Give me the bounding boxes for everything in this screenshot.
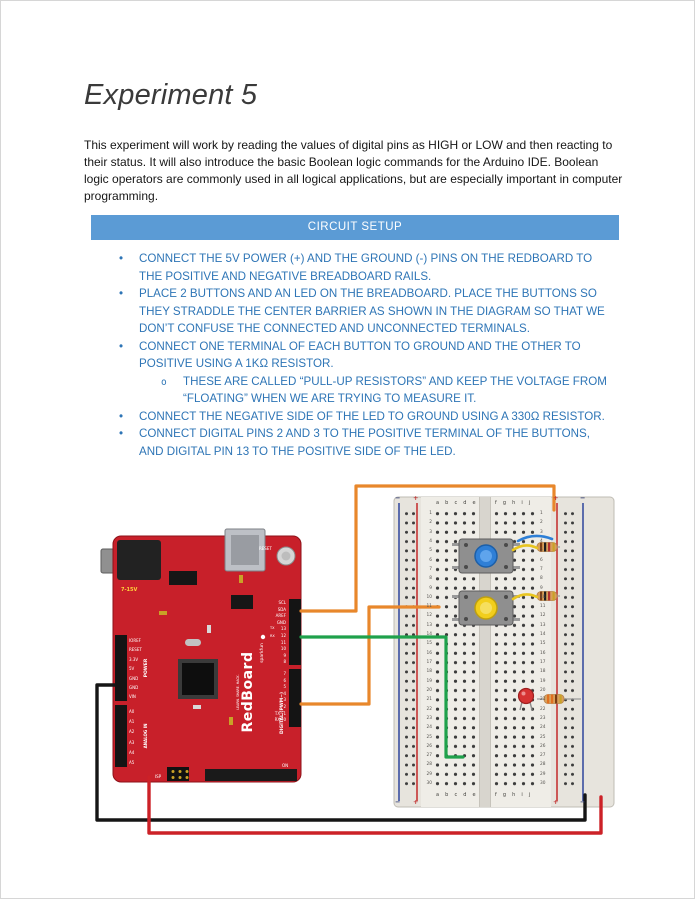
list-item: PLACE 2 BUTTONS AND AN LED ON THE BREADB… — [91, 285, 613, 338]
row-numbers-right: 1 2 3 4 5 6 7 8 9 10 11 12 13 14 15 16 1… — [540, 511, 546, 787]
page-title: Experiment 5 — [84, 79, 258, 111]
column-labels-top-left: abcde — [436, 500, 482, 506]
bottom-header — [205, 769, 297, 781]
reset-label: RESET — [259, 546, 272, 551]
wire-black-ground — [95, 683, 587, 822]
power-pin-labels: IOREF RESET 3.3V 5V GND GND VIN — [129, 638, 142, 700]
list-item: CONNECT ONE TERMINAL OF EACH BUTTON TO G… — [91, 338, 613, 408]
resistor-330 — [537, 694, 581, 704]
column-labels-top-right: fghij — [495, 500, 537, 506]
digital-pwm-label: DIGITAL (PWM~) — [279, 692, 285, 734]
capacitor — [159, 611, 167, 615]
list-item-text: CONNECT DIGITAL PINS 2 AND 3 TO THE POSI… — [139, 427, 590, 458]
capacitor — [193, 705, 201, 709]
barrel-jack — [117, 540, 161, 580]
mcu-chip — [182, 663, 214, 695]
sub-list-item: THESE ARE CALLED “PULL-UP RESISTORS” AND… — [139, 373, 613, 408]
redboard-logo: RedBoard — [240, 652, 256, 733]
jumper-blue — [516, 534, 554, 543]
list-item: CONNECT DIGITAL PINS 2 AND 3 TO THE POSI… — [91, 425, 613, 460]
on-label: ON — [282, 763, 288, 768]
list-item: CONNECT THE 5V POWER (+) AND THE GROUND … — [91, 250, 613, 285]
right-rail-plus-top: + — [553, 494, 559, 502]
breadboard-center-channel — [479, 497, 491, 807]
analog-in-label: ANALOG IN — [143, 724, 148, 749]
right-rail-minus-top: − — [580, 494, 586, 502]
digital-pin-labels-upper: SCL SDA AREF GND 13 12 11 10 9 8 — [275, 600, 286, 665]
right-rail-plus-bottom: + — [553, 798, 559, 806]
circuit-diagram: RESET 7-15V DIGITAL (PWM~) POWER ANALOG … — [89, 479, 623, 843]
jumper-yellow-1 — [511, 544, 539, 552]
column-labels-bottom-right: fghij — [495, 792, 537, 798]
digital-header-upper — [289, 599, 301, 665]
isp-header — [167, 767, 189, 781]
led-red — [517, 687, 535, 711]
power-label: POWER — [143, 658, 149, 677]
list-item: CONNECT THE NEGATIVE SIDE OF THE LED TO … — [91, 408, 613, 426]
tx-label: TX — [269, 626, 275, 630]
capacitor — [239, 575, 243, 583]
redboard: RESET 7-15V DIGITAL (PWM~) POWER ANALOG … — [100, 528, 302, 783]
row-numbers-left: 1 2 3 4 5 6 7 8 9 10 11 12 13 14 15 16 1… — [426, 511, 432, 787]
capacitor — [229, 717, 233, 725]
jumper-yellow-2 — [511, 593, 539, 601]
intro-paragraph: This experiment will work by reading the… — [84, 138, 623, 203]
pushbutton-yellow — [452, 590, 520, 626]
column-labels-bottom-left: abcde — [436, 792, 482, 798]
sparkfun-flame-icon — [260, 634, 266, 640]
circuit-diagram-svg: RESET 7-15V DIGITAL (PWM~) POWER ANALOG … — [95, 484, 615, 835]
sparkfun-brand: sparkfun — [259, 643, 265, 663]
list-item-text: PLACE 2 BUTTONS AND AN LED ON THE BREADB… — [139, 287, 605, 335]
led-body — [517, 687, 535, 705]
sub-list: THESE ARE CALLED “PULL-UP RESISTORS” AND… — [139, 373, 613, 408]
crystal — [185, 639, 201, 646]
jack-voltage-label: 7-15V — [121, 587, 138, 593]
left-rail-plus-top: + — [413, 494, 419, 502]
right-rail-holes — [562, 509, 576, 791]
wire-orange-mid — [299, 605, 441, 706]
list-item-text: CONNECT ONE TERMINAL OF EACH BUTTON TO G… — [139, 339, 581, 371]
rx-label: RX — [270, 634, 275, 638]
analog-header — [115, 705, 127, 767]
left-rail-plus-bottom: + — [413, 798, 419, 806]
wire-green — [299, 635, 465, 759]
left-rail-holes — [403, 509, 417, 791]
usb-connector-inner — [231, 535, 259, 565]
list-item-text: CONNECT THE 5V POWER (+) AND THE GROUND … — [139, 252, 593, 283]
right-rail-minus-bottom: − — [580, 798, 586, 806]
left-rail-minus-top: − — [395, 494, 401, 502]
circuit-setup-header: CIRCUIT SETUP — [91, 215, 619, 240]
wire-red-power — [147, 775, 603, 835]
isp-label: ISP — [155, 774, 162, 779]
pushbutton-blue — [452, 538, 520, 574]
left-rail-minus-bottom: − — [395, 798, 401, 806]
ic-chip — [169, 571, 197, 585]
circuit-setup-list: CONNECT THE 5V POWER (+) AND THE GROUND … — [91, 250, 613, 460]
ic-chip-2 — [231, 595, 253, 609]
power-header — [115, 635, 127, 701]
digital-header-lower — [289, 669, 301, 727]
capacitor — [207, 625, 211, 633]
analog-pin-labels: A0 A1 A2 A3 A4 A5 — [129, 709, 135, 766]
wire-orange-top — [299, 484, 556, 613]
digital-pin-labels-lower: 7 6 5 4 3 2 TX→1 RX←0 — [274, 671, 286, 723]
tagline-label: LEARN. SHARE. HACK. — [236, 674, 240, 709]
list-item-text: CONNECT THE NEGATIVE SIDE OF THE LED TO … — [139, 409, 605, 423]
sub-list-item-text: THESE ARE CALLED “PULL-UP RESISTORS” AND… — [183, 374, 607, 406]
